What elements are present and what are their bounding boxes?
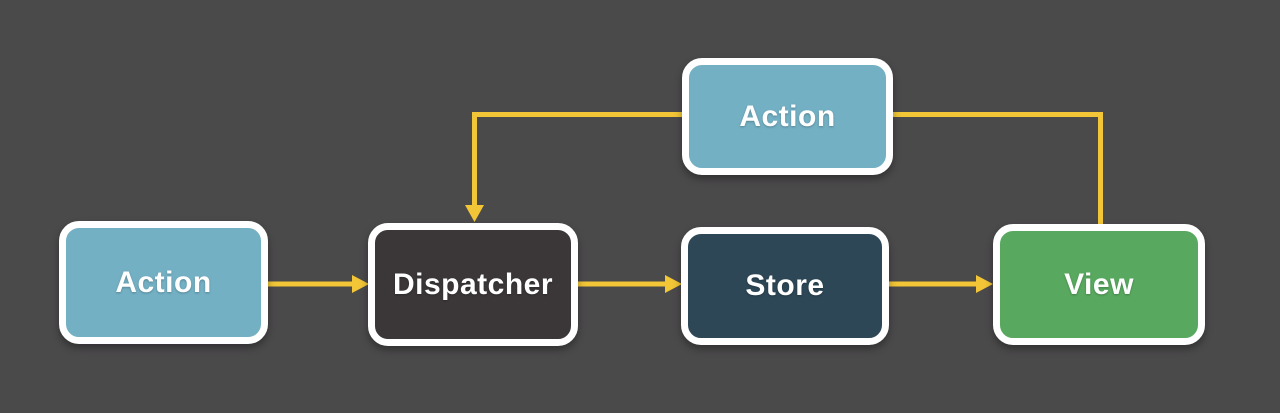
- node-view: View: [993, 224, 1205, 345]
- edge-view-to-action-top: [891, 112, 1103, 226]
- node-store: Store: [681, 227, 889, 345]
- edge-store-to-view: [889, 275, 993, 293]
- node-action-top-label: Action: [739, 99, 836, 133]
- edge-action-input-to-dispatcher: [268, 275, 369, 293]
- edge-dispatcher-to-store: [578, 275, 682, 293]
- edge-action-top-to-dispatcher: [465, 112, 684, 222]
- node-action-top: Action: [682, 58, 893, 175]
- node-dispatcher: Dispatcher: [368, 223, 578, 346]
- node-store-label: Store: [745, 269, 825, 302]
- node-dispatcher-label: Dispatcher: [392, 267, 554, 301]
- node-view-label: View: [1064, 267, 1134, 301]
- node-action-input: Action: [59, 221, 268, 344]
- node-action-input-label: Action: [115, 265, 212, 299]
